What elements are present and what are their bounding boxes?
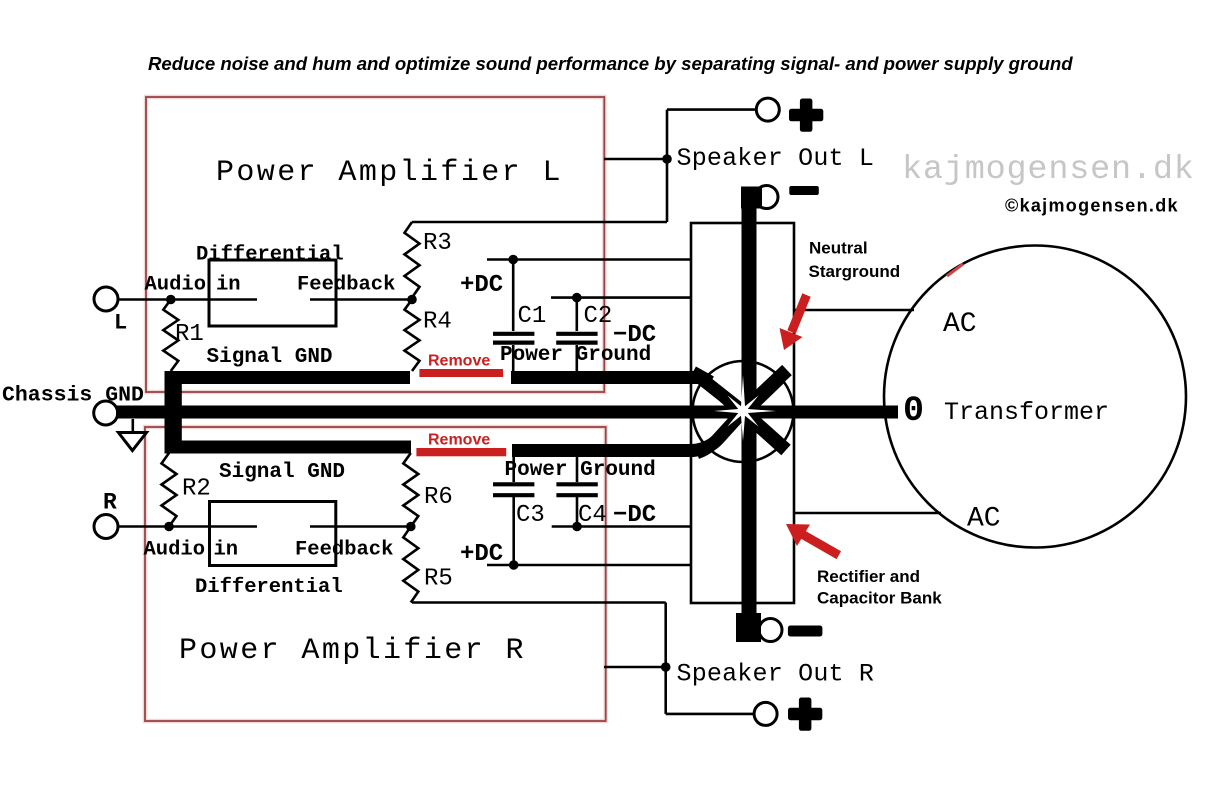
svg-text:Differential: Differential — [196, 244, 344, 267]
svg-text:R4: R4 — [423, 309, 452, 336]
svg-text:L: L — [114, 311, 127, 336]
svg-text:Audio: Audio — [145, 274, 207, 297]
svg-text:Reduce noise and hum and optim: Reduce noise and hum and optimize sound … — [148, 53, 1073, 74]
svg-text:Power Amplifier L: Power Amplifier L — [216, 156, 563, 190]
svg-text:R1: R1 — [175, 321, 204, 348]
svg-text:Power Amplifier R: Power Amplifier R — [179, 634, 526, 668]
svg-text:−DC: −DC — [613, 502, 656, 529]
svg-text:Power Ground: Power Ground — [500, 344, 651, 367]
svg-text:Chassis GND: Chassis GND — [2, 384, 144, 408]
svg-text:Starground: Starground — [809, 262, 901, 281]
svg-text:Speaker Out L: Speaker Out L — [677, 144, 875, 173]
svg-text:R: R — [103, 490, 117, 516]
svg-text:Capacitor Bank: Capacitor Bank — [817, 589, 942, 608]
svg-text:Audio: Audio — [144, 539, 206, 562]
svg-text:C4: C4 — [578, 502, 607, 529]
svg-text:+DC: +DC — [460, 272, 503, 299]
svg-text:0: 0 — [903, 391, 924, 431]
svg-text:Rectifier and: Rectifier and — [817, 567, 920, 586]
svg-text:in: in — [214, 539, 239, 562]
svg-text:AC: AC — [943, 309, 977, 340]
svg-text:−DC: −DC — [613, 322, 656, 349]
svg-text:kajmogensen.dk: kajmogensen.dk — [902, 151, 1195, 189]
svg-text:R3: R3 — [423, 230, 452, 257]
svg-text:R5: R5 — [424, 566, 453, 593]
svg-text:R6: R6 — [424, 484, 453, 511]
svg-text:Power Ground: Power Ground — [505, 459, 656, 482]
svg-text:Speaker Out R: Speaker Out R — [677, 660, 875, 689]
svg-text:C2: C2 — [584, 303, 613, 330]
svg-text:Remove: Remove — [428, 432, 490, 449]
svg-text:©kajmogensen.dk: ©kajmogensen.dk — [1005, 196, 1179, 216]
svg-text:AC: AC — [967, 504, 1001, 535]
svg-text:R2: R2 — [182, 476, 211, 503]
svg-text:C3: C3 — [516, 502, 545, 529]
svg-text:C1: C1 — [518, 303, 547, 330]
svg-text:Feedback: Feedback — [297, 274, 395, 297]
svg-text:Transformer: Transformer — [944, 398, 1109, 427]
svg-text:Neutral: Neutral — [809, 239, 868, 258]
svg-text:in: in — [216, 274, 241, 297]
svg-text:Remove: Remove — [428, 353, 490, 370]
svg-text:Signal GND: Signal GND — [207, 346, 333, 369]
svg-text:Feedback: Feedback — [295, 539, 393, 562]
svg-text:Signal GND: Signal GND — [219, 461, 345, 484]
svg-text:+DC: +DC — [460, 541, 503, 568]
svg-text:Differential: Differential — [195, 576, 343, 599]
